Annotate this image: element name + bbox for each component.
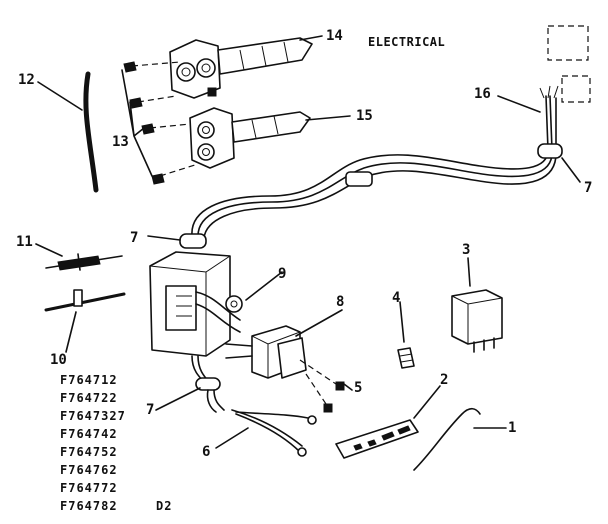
nut [225, 295, 243, 313]
diagram-title: ELECTRICAL [368, 35, 445, 49]
model-number: F7647327 [60, 409, 126, 423]
relay [225, 325, 345, 413]
wire [413, 407, 481, 471]
model-number: F764782 [60, 499, 118, 513]
model-number: F764772 [60, 481, 118, 495]
lead-wires [231, 409, 317, 457]
callout-16: 16 [474, 86, 491, 102]
bulb [397, 347, 415, 369]
callout-14: 14 [326, 28, 343, 44]
callout-7-bottom: 7 [146, 402, 154, 418]
thermostat [44, 289, 126, 312]
model-number: F764752 [60, 445, 118, 459]
callout-4: 4 [392, 290, 400, 306]
callout-10: 10 [50, 352, 67, 368]
callout-7-junction: 7 [130, 230, 138, 246]
callout-5: 5 [354, 380, 362, 396]
callout-7-top: 7 [584, 180, 592, 196]
wiring-harness [179, 85, 563, 249]
callout-13: 13 [112, 134, 129, 150]
capacitor [451, 289, 503, 353]
model-number: F764762 [60, 463, 118, 477]
grommet-junction [179, 233, 207, 249]
model-list: F764712 F764722 F7647327 F764742 F764752… [60, 373, 172, 513]
label-plate [335, 419, 419, 459]
callout-11: 11 [16, 234, 33, 250]
heater [45, 253, 123, 271]
terminal-block-upper [169, 37, 313, 99]
model-number: F764712 [60, 373, 118, 387]
grommet-top [537, 143, 563, 159]
model-number: F764722 [60, 391, 118, 405]
mounting-screws [123, 61, 199, 185]
callouts: 14 15 12 13 16 7 7 11 10 3 9 8 4 5 2 1 6… [16, 28, 592, 460]
callout-12: 12 [18, 72, 35, 88]
callout-1: 1 [508, 420, 516, 436]
callout-2: 2 [440, 372, 448, 388]
callout-8: 8 [336, 294, 344, 310]
model-number: F764742 [60, 427, 118, 441]
reference-boxes [547, 25, 591, 103]
callout-3: 3 [462, 242, 470, 258]
terminal-block-lower [189, 107, 311, 169]
tube [83, 71, 99, 193]
callout-6: 6 [202, 444, 210, 460]
leader-lines [35, 35, 581, 449]
diagram-code: D2 [156, 499, 172, 513]
callout-15: 15 [356, 108, 373, 124]
callout-9: 9 [278, 266, 286, 282]
harness-clip [345, 171, 373, 187]
junction-box [149, 251, 241, 413]
